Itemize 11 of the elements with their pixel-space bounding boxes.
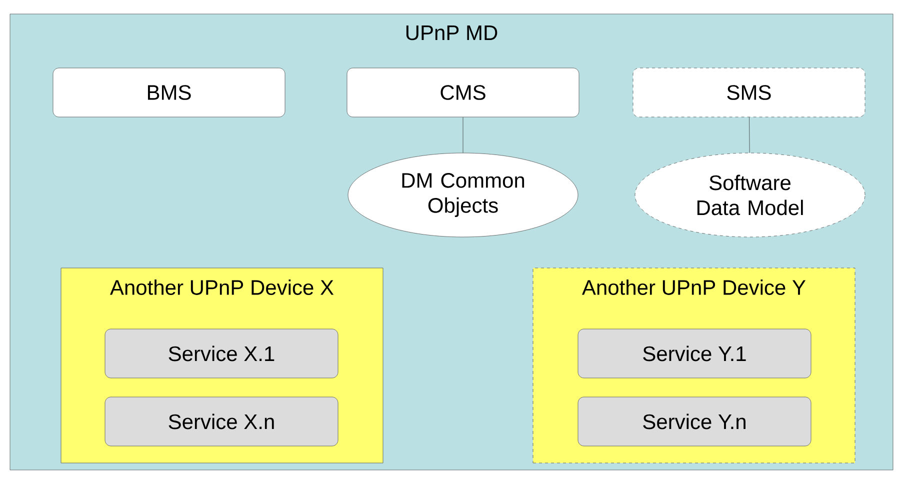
- rounded-box: Service X.n: [104, 396, 338, 446]
- connector-line: [749, 117, 750, 153]
- rounded-box: Service Y.n: [578, 396, 812, 446]
- rounded-box: BMS: [52, 68, 286, 118]
- rounded-box: SMS: [632, 68, 866, 118]
- rounded-box: CMS: [346, 68, 580, 118]
- ellipse-node: DM Common Objects: [348, 152, 578, 238]
- rounded-box: Service X.1: [104, 328, 338, 378]
- ellipse-node: Software Data Model: [634, 152, 866, 238]
- rounded-box: Service Y.1: [578, 328, 812, 378]
- connector-line: [462, 117, 464, 153]
